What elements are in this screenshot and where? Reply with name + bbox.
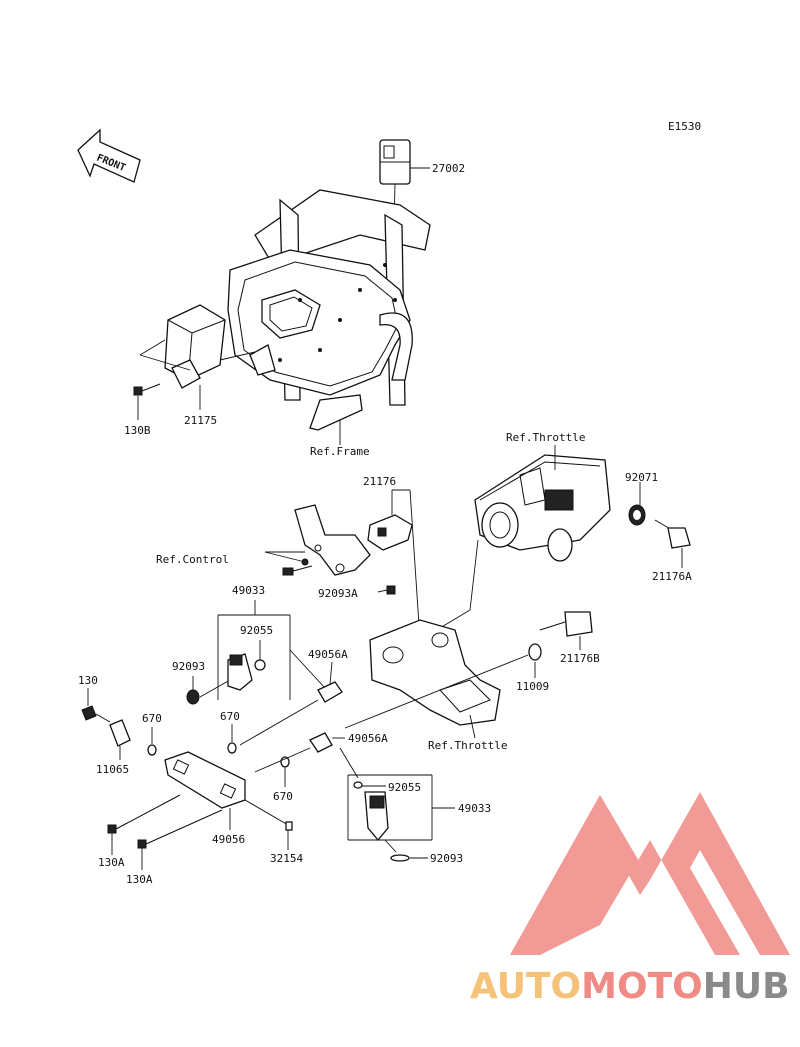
label-21176: 21176 (363, 475, 396, 488)
part-32154-pipe (244, 799, 293, 850)
diagram-code: E1530 (668, 120, 701, 133)
label-21176b: 21176B (560, 652, 600, 665)
part-injector-bottom (339, 747, 410, 862)
part-21176-sensor (367, 489, 421, 641)
label-670-a: 670 (142, 712, 162, 725)
label-49056a-top: 49056A (308, 648, 348, 661)
part-49056a-bottom (254, 732, 345, 773)
label-ref-throttle-top: Ref.Throttle (506, 431, 585, 444)
front-arrow-icon: FRONT (77, 128, 141, 183)
intake-manifold (369, 619, 501, 739)
label-92093-bottom: 92093 (430, 852, 463, 865)
callout-49033-bottom (347, 774, 455, 859)
label-21176a: 21176A (652, 570, 692, 583)
label-92055-top: 92055 (240, 624, 273, 637)
label-130a-b: 130A (126, 873, 153, 886)
callout-49033-top (217, 600, 291, 700)
label-49033-top: 49033 (232, 584, 265, 597)
label-ref-throttle-bottom: Ref.Throttle (428, 739, 507, 752)
part-21175-ecu (139, 304, 256, 410)
part-670-oring-b (227, 724, 237, 754)
watermark-logo (510, 792, 790, 955)
label-49033-bottom: 49033 (458, 802, 491, 815)
label-11065: 11065 (96, 763, 129, 776)
label-21175: 21175 (184, 414, 217, 427)
watermark-auto: AUTOMOTOHUB (470, 966, 790, 1007)
part-92093-top (186, 676, 231, 705)
part-11009-gasket (344, 643, 542, 729)
label-92055-bottom: 92055 (388, 781, 421, 794)
part-49056-fuel-rail (164, 751, 246, 830)
part-49056a-top (239, 661, 343, 746)
label-ref-frame: Ref.Frame (310, 445, 370, 458)
part-injector-top (227, 649, 326, 691)
part-11065 (109, 719, 131, 760)
label-130: 130 (78, 674, 98, 687)
control-bracket (264, 504, 371, 576)
label-49056: 49056 (212, 833, 245, 846)
label-92071: 92071 (625, 471, 658, 484)
part-21176b-sensor (539, 611, 593, 650)
label-49056a-bottom: 49056A (348, 732, 388, 745)
part-92055-top (254, 640, 266, 671)
label-670-b: 670 (220, 710, 240, 723)
part-130a-bolt-b (137, 809, 223, 870)
part-92071-seal (628, 482, 646, 526)
part-670-oring-a (147, 727, 157, 756)
label-11009: 11009 (516, 680, 549, 693)
part-92093a-nut (377, 585, 396, 595)
part-130-bolt (81, 688, 111, 723)
part-130b-bolt (133, 383, 161, 420)
label-130b: 130B (124, 424, 151, 437)
label-670-c: 670 (273, 790, 293, 803)
label-92093a: 92093A (318, 587, 358, 600)
label-ref-control: Ref.Control (156, 553, 229, 566)
label-92093-top: 92093 (172, 660, 205, 673)
frame-assembly (227, 189, 431, 445)
throttle-body (419, 445, 611, 641)
part-670-oring-c (280, 756, 290, 787)
label-27002: 27002 (432, 162, 465, 175)
part-21176a-sensor (654, 519, 691, 568)
label-130a-a: 130A (98, 856, 125, 869)
part-130a-bolt-a (107, 794, 181, 855)
label-32154: 32154 (270, 852, 303, 865)
